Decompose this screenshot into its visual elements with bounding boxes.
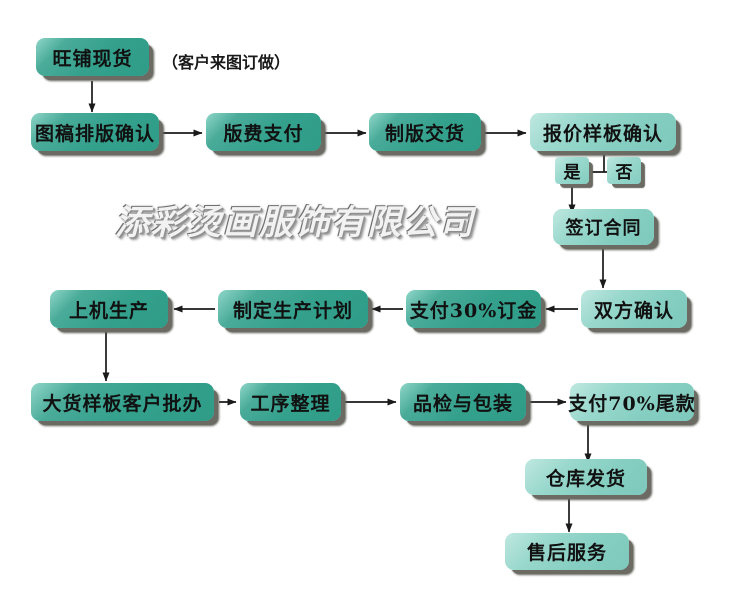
node-qianding-hetong[interactable]: 签订合同: [553, 209, 654, 245]
node-tugao-paiban-queren[interactable]: 图稿排版确认: [31, 113, 159, 151]
node-baojia-yangban-queren[interactable]: 报价样板确认: [530, 113, 676, 151]
node-label: 否: [615, 163, 633, 183]
node-label: 报价样板确认: [542, 122, 663, 145]
node-decision-no[interactable]: 否: [607, 157, 641, 184]
node-pinjian-yu-baozhuang[interactable]: 品检与包装: [400, 383, 526, 421]
node-banfei-zhifu[interactable]: 版费支付: [206, 113, 321, 151]
node-label: 制版交货: [384, 122, 465, 145]
node-shouhou-fuwu[interactable]: 售后服务: [505, 533, 629, 570]
node-label: 仓库发货: [545, 467, 626, 490]
node-label: 支付30%订金: [409, 299, 538, 322]
node-label: 签订合同: [565, 218, 642, 239]
node-label: 是: [563, 163, 581, 183]
node-shangji-shengchan[interactable]: 上机生产: [50, 290, 168, 328]
node-shuangfang-queren[interactable]: 双方确认: [581, 290, 687, 328]
node-label: 支付70%尾款: [568, 392, 696, 415]
node-zhifu-30-dingjin[interactable]: 支付30%订金: [406, 290, 541, 328]
node-label: 制定生产计划: [232, 299, 353, 322]
node-label: 品检与包装: [412, 392, 513, 415]
node-wangpu-xianhuo[interactable]: 旺铺现货: [36, 38, 149, 76]
node-label: 旺铺现货: [52, 47, 133, 70]
node-label: 版费支付: [223, 122, 304, 145]
node-gongxu-zhengli[interactable]: 工序整理: [240, 383, 341, 421]
node-zhiding-shengchan-jihua[interactable]: 制定生产计划: [218, 290, 368, 328]
node-zhifu-70-weikuan[interactable]: 支付70%尾款: [568, 383, 696, 421]
order-note-caption: （客户来图订做）: [162, 53, 291, 72]
company-watermark: 添彩烫画服饰有限公司: [115, 203, 475, 243]
node-dahuo-yangban-kehu-paiban[interactable]: 大货样板客户批办: [31, 383, 214, 421]
node-label: 大货样板客户批办: [42, 392, 203, 415]
node-zhiban-jiaohuo[interactable]: 制版交货: [369, 113, 481, 151]
node-label: 双方确认: [593, 299, 674, 322]
node-label: 图稿排版确认: [34, 122, 155, 145]
node-label: 工序整理: [250, 392, 331, 415]
node-label: 上机生产: [68, 299, 149, 322]
node-decision-yes[interactable]: 是: [555, 157, 589, 184]
node-cangku-fahuo[interactable]: 仓库发货: [525, 459, 647, 495]
node-label: 售后服务: [526, 542, 607, 564]
